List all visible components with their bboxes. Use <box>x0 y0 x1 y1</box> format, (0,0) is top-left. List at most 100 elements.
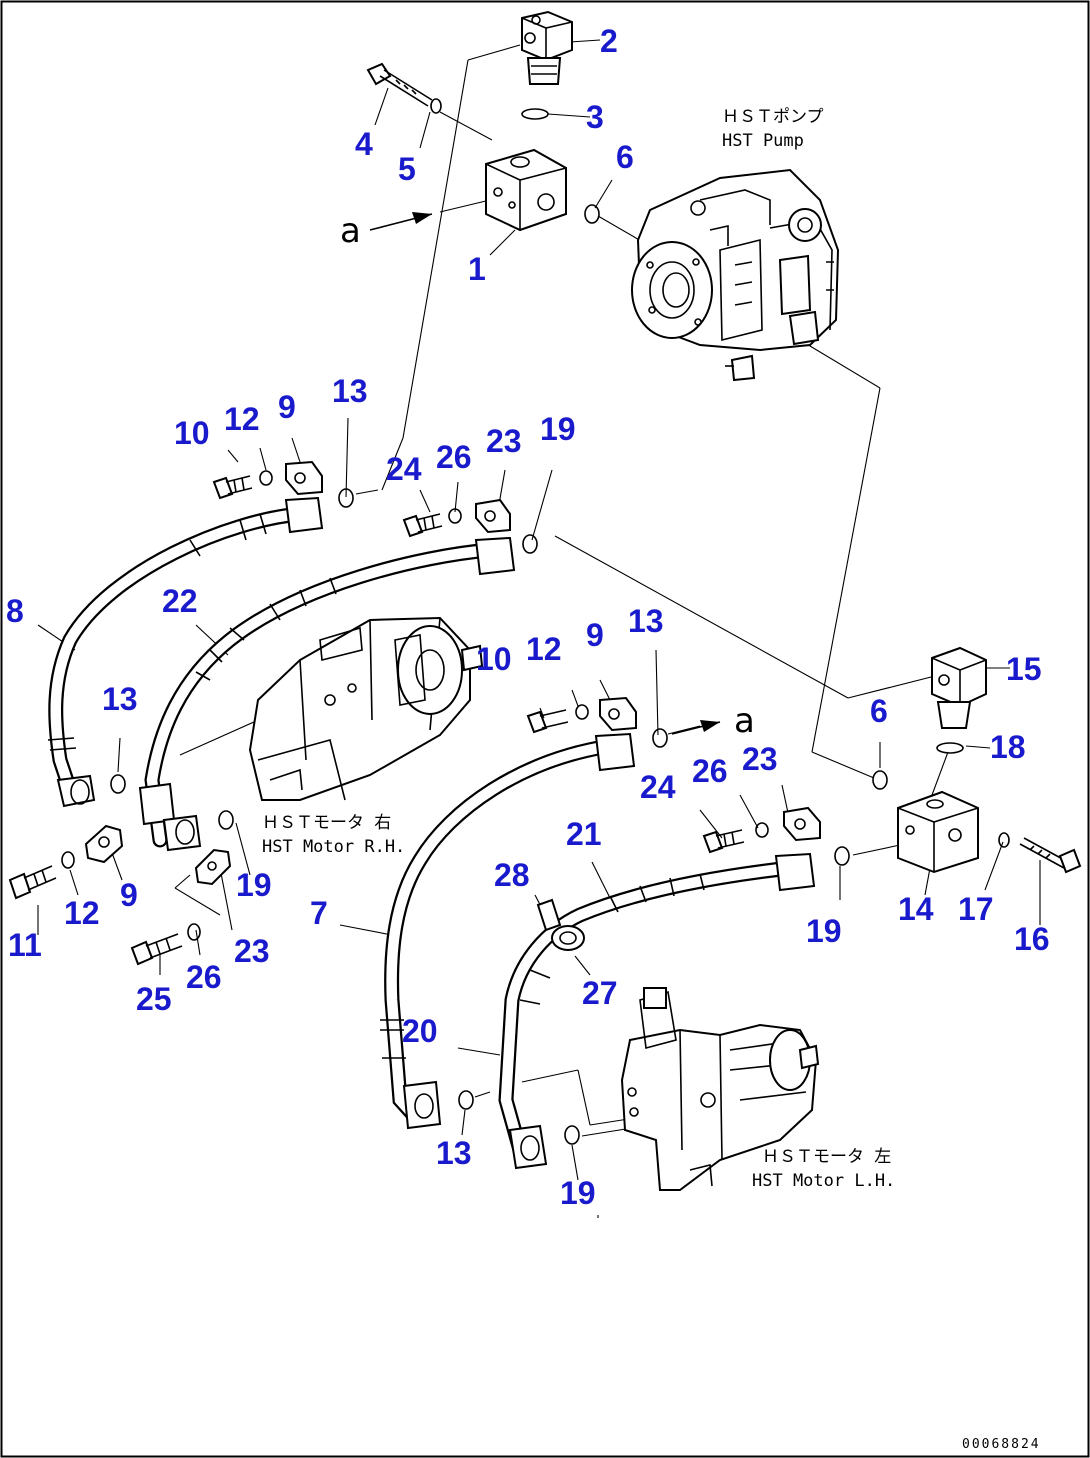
hose-21 <box>498 852 816 1170</box>
pump-label-en: HST Pump <box>722 131 804 151</box>
part-19-oring-left <box>218 810 234 830</box>
view-a-label-top: a <box>340 211 361 251</box>
hose-7 <box>380 732 636 1130</box>
callout-14: 14 <box>898 891 934 927</box>
part-23-clamp-mid <box>783 806 821 842</box>
view-arrow-a-mid <box>671 720 721 735</box>
part-2-fitting <box>521 10 573 85</box>
leader-lines <box>37 39 1041 1218</box>
callout-13-upper: 13 <box>332 373 368 409</box>
part-26-washer-mid <box>755 822 769 838</box>
part-number: 00068824 <box>962 1437 1041 1452</box>
callout-4: 4 <box>355 126 373 162</box>
part-3-oring <box>521 108 549 120</box>
callout-22: 22 <box>162 583 198 619</box>
callout-19-upper: 19 <box>540 411 576 447</box>
callout-19-left: 19 <box>236 867 272 903</box>
part-12-washer-upper <box>259 470 273 486</box>
callout-9-upper: 9 <box>278 389 296 425</box>
callout-1: 1 <box>468 251 486 287</box>
callout-28: 28 <box>494 857 530 893</box>
callout-6-top: 6 <box>616 139 634 175</box>
callout-13-mid: 13 <box>628 603 664 639</box>
motor-lh-label-en: HST Motor L.H. <box>752 1171 895 1191</box>
part-13-oring-lower <box>458 1090 474 1110</box>
callout-18: 18 <box>990 729 1026 765</box>
part-6-oring-top <box>584 204 600 224</box>
callout-21: 21 <box>566 816 602 852</box>
part-12-washer-lower <box>61 851 75 869</box>
part-15-fitting <box>931 646 987 729</box>
hose-22 <box>138 536 516 852</box>
view-arrow-a-top <box>369 212 433 231</box>
motor-lh-label-jp: ＨＳＴモータ 左 <box>762 1147 891 1167</box>
callout-23-upper: 23 <box>486 423 522 459</box>
part-9-clamp-mid <box>599 696 637 732</box>
callout-6-lower: 6 <box>870 693 888 729</box>
callout-8: 8 <box>6 593 24 629</box>
motor-rh-label-en: HST Motor R.H. <box>262 837 405 857</box>
callout-15: 15 <box>1006 651 1042 687</box>
callout-3: 3 <box>586 99 604 135</box>
part-12-washer-mid <box>575 704 589 720</box>
part-26-washer-upper <box>448 508 462 524</box>
pump-label-jp: ＨＳＴポンプ <box>722 107 824 127</box>
hose-8 <box>47 496 324 808</box>
part-24-bolt-upper <box>402 513 443 538</box>
callout-19-right: 19 <box>806 913 842 949</box>
part-9-clamp-lower <box>84 824 124 864</box>
callout-12-mid: 12 <box>526 631 562 667</box>
callout-27: 27 <box>582 975 618 1011</box>
part-19-oring-lower <box>564 1125 580 1145</box>
part-23-clamp-upper <box>475 498 511 534</box>
callout-25: 25 <box>136 981 172 1017</box>
callout-24-upper: 24 <box>386 451 422 487</box>
callout-10-mid: 10 <box>476 641 512 677</box>
part-13-oring-mid <box>652 728 668 748</box>
callout-24-lower: 24 <box>640 769 676 805</box>
callout-13-lower: 13 <box>436 1135 472 1171</box>
callout-16: 16 <box>1014 921 1050 957</box>
part-13-oring-upper <box>338 488 354 508</box>
callout-numbers: 2 3 4 5 6 1 13 10 12 9 19 23 26 24 8 22 … <box>6 23 1050 1211</box>
part-23-clamp-lower <box>194 848 232 886</box>
view-a-label-mid: a <box>734 701 755 741</box>
part-4-bolt <box>366 62 433 107</box>
part-14-valve-block <box>897 790 979 874</box>
part-26-washer-lower <box>187 923 201 941</box>
callout-26-lower: 26 <box>186 959 222 995</box>
callout-20: 20 <box>402 1013 438 1049</box>
callout-2: 2 <box>600 23 618 59</box>
callout-10-upper: 10 <box>174 415 210 451</box>
part-19-oring-right <box>834 846 850 866</box>
callout-12-upper: 12 <box>224 401 260 437</box>
callout-23-lower: 23 <box>234 933 270 969</box>
callout-19-lower: 19 <box>560 1175 596 1211</box>
part-5-washer <box>430 98 442 114</box>
callout-9-mid: 9 <box>586 617 604 653</box>
callout-13-left: 13 <box>102 681 138 717</box>
callout-26-upper: 26 <box>436 439 472 475</box>
callout-26-mid: 26 <box>692 753 728 789</box>
callout-9-lower: 9 <box>120 877 138 913</box>
part-24-bolt-lower <box>702 829 745 854</box>
callout-11: 11 <box>8 927 42 963</box>
part-16-bolt <box>1019 837 1082 874</box>
part-11-bolt <box>8 865 57 900</box>
hst-pump <box>631 168 840 382</box>
part-17-washer <box>998 832 1010 848</box>
callout-23-mid: 23 <box>742 741 778 777</box>
callout-7: 7 <box>310 895 328 931</box>
callout-17: 17 <box>958 891 994 927</box>
hst-motor-lh <box>620 987 820 1191</box>
hst-motor-rh <box>248 616 484 801</box>
part-19-oring-upper <box>522 534 538 554</box>
part-25-bolt <box>130 933 183 966</box>
callout-5: 5 <box>398 151 416 187</box>
part-1-valve-block <box>485 148 567 232</box>
part-10-bolt-upper <box>212 475 253 500</box>
part-18-oring <box>936 742 964 754</box>
